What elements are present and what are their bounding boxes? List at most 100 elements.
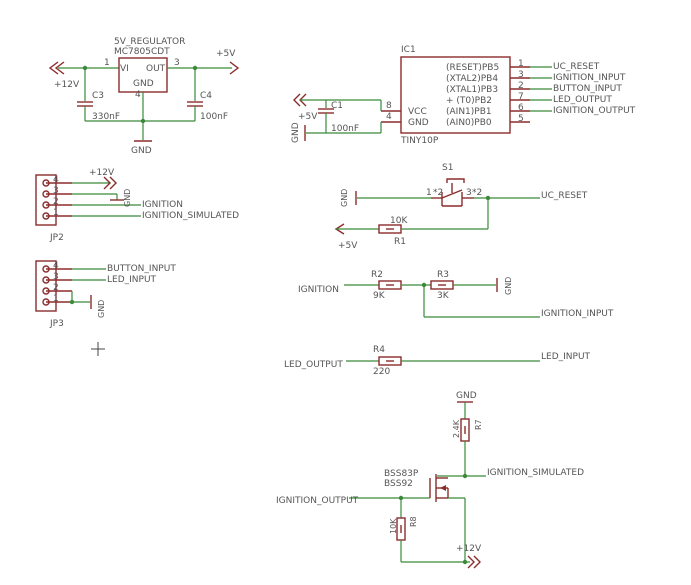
- s1-pin-1: 1: [426, 188, 432, 198]
- jp3-pin-2: 2: [53, 283, 59, 293]
- rail-gnd-reg: GND: [131, 146, 152, 156]
- rail-p12-left: +12V: [54, 80, 80, 90]
- c1-name: C1: [331, 101, 343, 111]
- r1-name: R1: [394, 237, 406, 247]
- jp2-pin-3: 3: [53, 186, 59, 196]
- jp2-pin-4: 4: [53, 175, 59, 185]
- c4-value: 100nF: [200, 112, 228, 122]
- jp2-pin-1: 1: [53, 208, 59, 218]
- ic1-pin-label-1: (RESET)PB5: [446, 63, 499, 73]
- ic1-gnd-pin: 4: [386, 112, 392, 122]
- ic1-net-2: IGNITION_INPUT: [553, 73, 626, 83]
- jp3-net-button: BUTTON_INPUT: [107, 264, 176, 274]
- jp3-name: JP3: [49, 319, 64, 329]
- s1-net: UC_RESET: [541, 191, 588, 201]
- reg-pin3: 3: [174, 58, 180, 68]
- jp2-pin-2: 2: [53, 197, 59, 207]
- rail-p12-bottom: +12V: [456, 544, 482, 554]
- ic1-pin-label-5: (AIN1)PB1: [446, 107, 492, 117]
- s1-section: S1 GND 1 *2 3 *2 UC_RESET +5V 10K R1: [334, 163, 588, 251]
- r4-value: 220: [373, 367, 390, 377]
- ic1-pin-label-4: + (T0)PB2: [446, 96, 492, 106]
- jp2-p12-arrow-icon: [103, 176, 117, 190]
- ic1-pin-label-2: (XTAL2)PB4: [446, 74, 498, 84]
- p5-arrow-icon: [229, 61, 240, 75]
- r4-name: R4: [373, 345, 385, 355]
- regulator-part: MC7805CDT: [114, 47, 170, 57]
- divider-section: IGNITION R2 9K R3 3K GND IGNITION_INPUT: [298, 270, 614, 319]
- regulator-section: +12V 5V_REGULATOR MC7805CDT VI OUT GND 1…: [48, 37, 240, 156]
- rail-p5-r1: +5V: [338, 241, 358, 251]
- ic1-pin-label-3: (XTAL1)PB3: [446, 85, 498, 95]
- r4-in-net: LED_OUTPUT: [284, 360, 343, 370]
- r3-value: 3K: [437, 291, 450, 301]
- reg-pin4: 4: [135, 90, 141, 100]
- rail-p5-right: +5V: [216, 49, 236, 59]
- r2-value: 9K: [373, 291, 386, 301]
- rail-gnd-ic: GND: [291, 122, 301, 143]
- c3-name: C3: [92, 91, 104, 101]
- jp3-section: JP3 4 3 2 1 GND BUTTON_INPUT LED_INPUT: [35, 260, 176, 329]
- reg-gnd-label: GND: [133, 79, 154, 89]
- r1-value: 10K: [390, 216, 408, 226]
- ic1-vcc-pin: 8: [386, 101, 392, 111]
- ic1-net-4: LED_OUTPUT: [553, 95, 612, 105]
- p12-arrow-icon: [48, 61, 65, 75]
- rail-p5-ic: +5V: [298, 112, 318, 122]
- r8-name: R8: [409, 516, 418, 527]
- ic1-pin-num-3: 2: [518, 81, 524, 91]
- jp3-net-led: LED_INPUT: [107, 275, 157, 285]
- rail-gnd-jp3: GND: [97, 300, 106, 318]
- ic1-net-5: IGNITION_OUTPUT: [553, 106, 636, 116]
- regulator-title: 5V_REGULATOR: [114, 37, 185, 47]
- ic1-vcc: VCC: [408, 107, 427, 117]
- jp3-pin-1: 1: [53, 294, 59, 304]
- ic1-net-1: UC_RESET: [553, 62, 600, 72]
- r7-value: 2.4K: [452, 419, 461, 438]
- s1-pin-2: *2: [433, 188, 443, 198]
- s1-pin-4: *2: [472, 188, 482, 198]
- jp3-body: [35, 260, 57, 312]
- ic1-body: [400, 56, 511, 134]
- jp2-body: [35, 174, 57, 226]
- ic1-pin-num-1: 1: [518, 59, 524, 69]
- ic1-pin-num-6: 5: [518, 114, 524, 124]
- rail-gnd-r7: GND: [456, 391, 477, 401]
- c3-value: 330nF: [92, 112, 120, 122]
- rail-gnd-jp2: GND: [123, 189, 132, 207]
- jp2-name: JP2: [49, 233, 64, 243]
- crosshair-cursor-icon: [91, 342, 105, 356]
- ic1-part: TINY10P: [400, 136, 439, 146]
- reg-pin1: 1: [104, 58, 110, 68]
- r3-name: R3: [437, 270, 449, 280]
- r4-out-net: LED_INPUT: [541, 352, 591, 362]
- ic1-gnd: GND: [408, 118, 429, 128]
- ic1-pin-num-2: 3: [518, 70, 524, 80]
- jp2-net-ignition-simulated: IGNITION_SIMULATED: [142, 211, 239, 221]
- ic1-section: IC1 TINY10P VCC GND 8 4 (RESET)PB5 (XTAL…: [291, 45, 636, 146]
- r8-value: 10K: [389, 518, 398, 534]
- q1-part-1: BSS83P: [384, 469, 419, 479]
- c1-value: 100nF: [331, 124, 359, 134]
- c4-name: C4: [200, 91, 212, 101]
- q1-drain-net: IGNITION_SIMULATED: [487, 468, 584, 478]
- ic1-pin-num-4: 7: [518, 92, 524, 102]
- ic1-name: IC1: [401, 45, 416, 55]
- rail-gnd-r3: GND: [504, 277, 513, 295]
- p12-bottom-arrow-icon: [467, 555, 481, 569]
- r7-name: R7: [474, 419, 483, 430]
- r4-section: LED_OUTPUT R4 220 LED_INPUT: [284, 345, 591, 377]
- s1-pin-3: 3: [466, 188, 472, 198]
- jp3-pin-3: 3: [53, 272, 59, 282]
- q1-part-2: BSS92: [384, 479, 413, 489]
- reg-vout: OUT: [146, 64, 166, 74]
- jp2-net-ignition: IGNITION: [142, 200, 183, 210]
- r3-out-net: IGNITION_INPUT: [541, 309, 614, 319]
- rail-gnd-s1: GND: [340, 189, 349, 207]
- r2-name: R2: [371, 270, 383, 280]
- ic1-pin-num-5: 6: [518, 103, 524, 113]
- mosfet-section: GND 2.4K R7 IGNITION_SIMULATED BSS83P BS…: [276, 391, 584, 569]
- rail-p12-jp2: +12V: [89, 168, 115, 178]
